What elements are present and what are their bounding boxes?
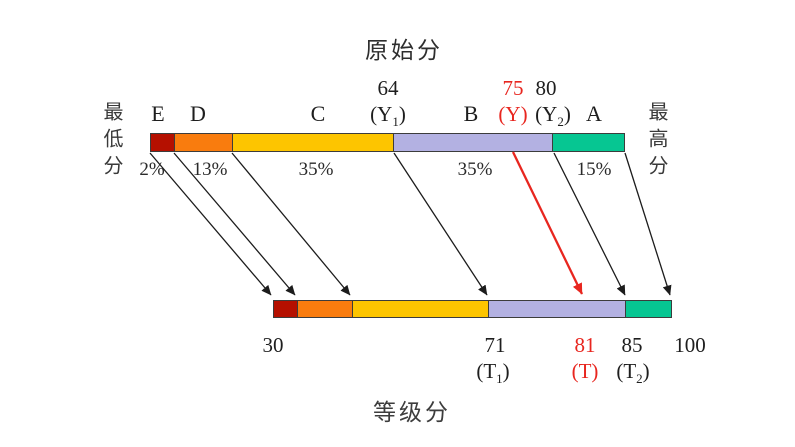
marker-y-name: (Y) <box>498 102 528 126</box>
grade-segment-a <box>626 301 672 317</box>
max-score-label: 最高分 <box>645 101 667 182</box>
grade-score-title: 等级分 <box>373 400 451 425</box>
percent-label-e: 2% <box>139 159 165 180</box>
marker-y1-name: (Y1) <box>370 102 406 130</box>
grade-segment-b <box>488 301 627 317</box>
percent-label-b: 35% <box>457 159 493 180</box>
grade-segment-d <box>297 301 353 317</box>
marker-y-value: 75 <box>502 76 524 100</box>
raw-segment-c <box>232 134 394 151</box>
endpoint-100-label: 100 <box>674 333 706 357</box>
percent-label-a: 15% <box>576 159 612 180</box>
raw-score-bar <box>150 133 625 152</box>
grade-letter-c: C <box>310 101 326 126</box>
arrow-y-to-t-highlight <box>511 151 584 295</box>
raw-segment-d <box>174 134 233 151</box>
raw-segment-b <box>393 134 554 151</box>
marker-y1-value: 64 <box>377 76 399 100</box>
marker-t1-name: (T1) <box>476 359 510 387</box>
raw-segment-a <box>553 134 625 151</box>
percent-label-c: 35% <box>298 159 334 180</box>
grade-letter-e: E <box>151 101 165 126</box>
grade-letter-a: A <box>586 101 602 126</box>
endpoint-30-label: 30 <box>262 333 284 357</box>
marker-t2-name: (T2) <box>616 359 650 387</box>
grade-segment-e <box>274 301 298 317</box>
grade-score-bar <box>273 300 672 318</box>
marker-y2-value: 80 <box>535 76 557 100</box>
grade-letter-b: B <box>463 101 479 126</box>
raw-score-title: 原始分 <box>365 38 443 63</box>
grade-segment-c <box>352 301 489 317</box>
raw-segment-e <box>151 134 175 151</box>
marker-y2-name: (Y2) <box>535 102 571 130</box>
min-score-label: 最低分 <box>100 101 122 182</box>
marker-t-value: 81 <box>574 333 596 357</box>
grade-letter-d: D <box>190 101 206 126</box>
percent-label-d: 13% <box>192 159 228 180</box>
marker-t1-value: 71 <box>484 333 506 357</box>
marker-t-name: (T) <box>571 359 599 383</box>
marker-t2-value: 85 <box>621 333 643 357</box>
